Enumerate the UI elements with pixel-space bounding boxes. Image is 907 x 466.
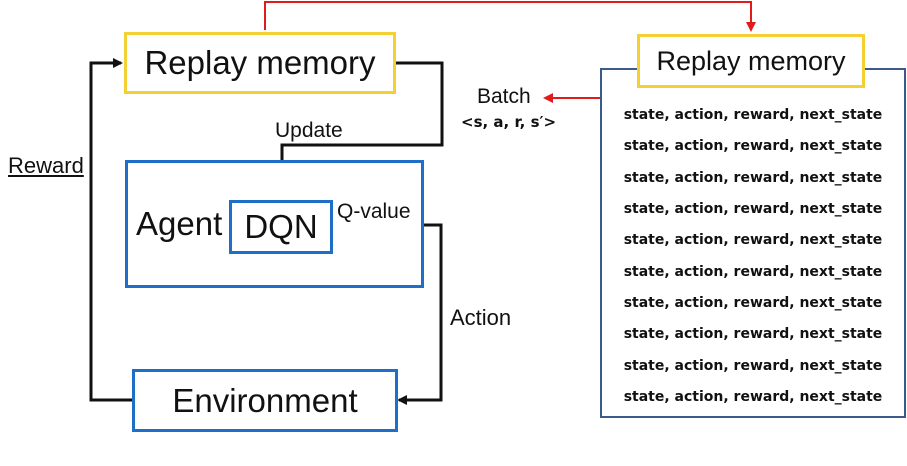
memory-row: state, action, reward, next_state [623,170,883,186]
q-value-label: Q-value [337,200,411,223]
replay-memory-header: Replay memory [637,34,865,88]
batch-tuple: <s, a, r, s′> [461,113,557,131]
replay-memory-header-title: Replay memory [656,45,846,76]
environment-box: Environment [132,369,398,432]
agent-label: Agent [136,205,223,242]
dqn-box: DQN [229,200,333,254]
memory-row: state, action, reward, next_state [623,358,883,374]
batch-label: Batch [477,85,531,108]
replay-memory-box: Replay memory [124,32,396,94]
memory-row: state, action, reward, next_state [623,232,883,248]
replay-memory-table: state, action, reward, next_state state,… [600,68,906,418]
memory-row: state, action, reward, next_state [623,107,883,123]
copy-arrow [264,1,756,32]
memory-row: state, action, reward, next_state [623,201,883,217]
environment-label: Environment [172,381,358,419]
memory-row: state, action, reward, next_state [623,389,883,405]
action-label: Action [450,305,512,330]
memory-row: state, action, reward, next_state [623,138,883,154]
replay-memory-title: Replay memory [144,44,376,81]
update-label: Update [275,119,343,142]
reward-label: Reward [8,153,84,178]
memory-row: state, action, reward, next_state [623,326,883,342]
memory-row: state, action, reward, next_state [623,295,883,311]
dqn-label: DQN [244,208,318,245]
reward-arrow [89,58,133,402]
memory-row: state, action, reward, next_state [623,264,883,280]
